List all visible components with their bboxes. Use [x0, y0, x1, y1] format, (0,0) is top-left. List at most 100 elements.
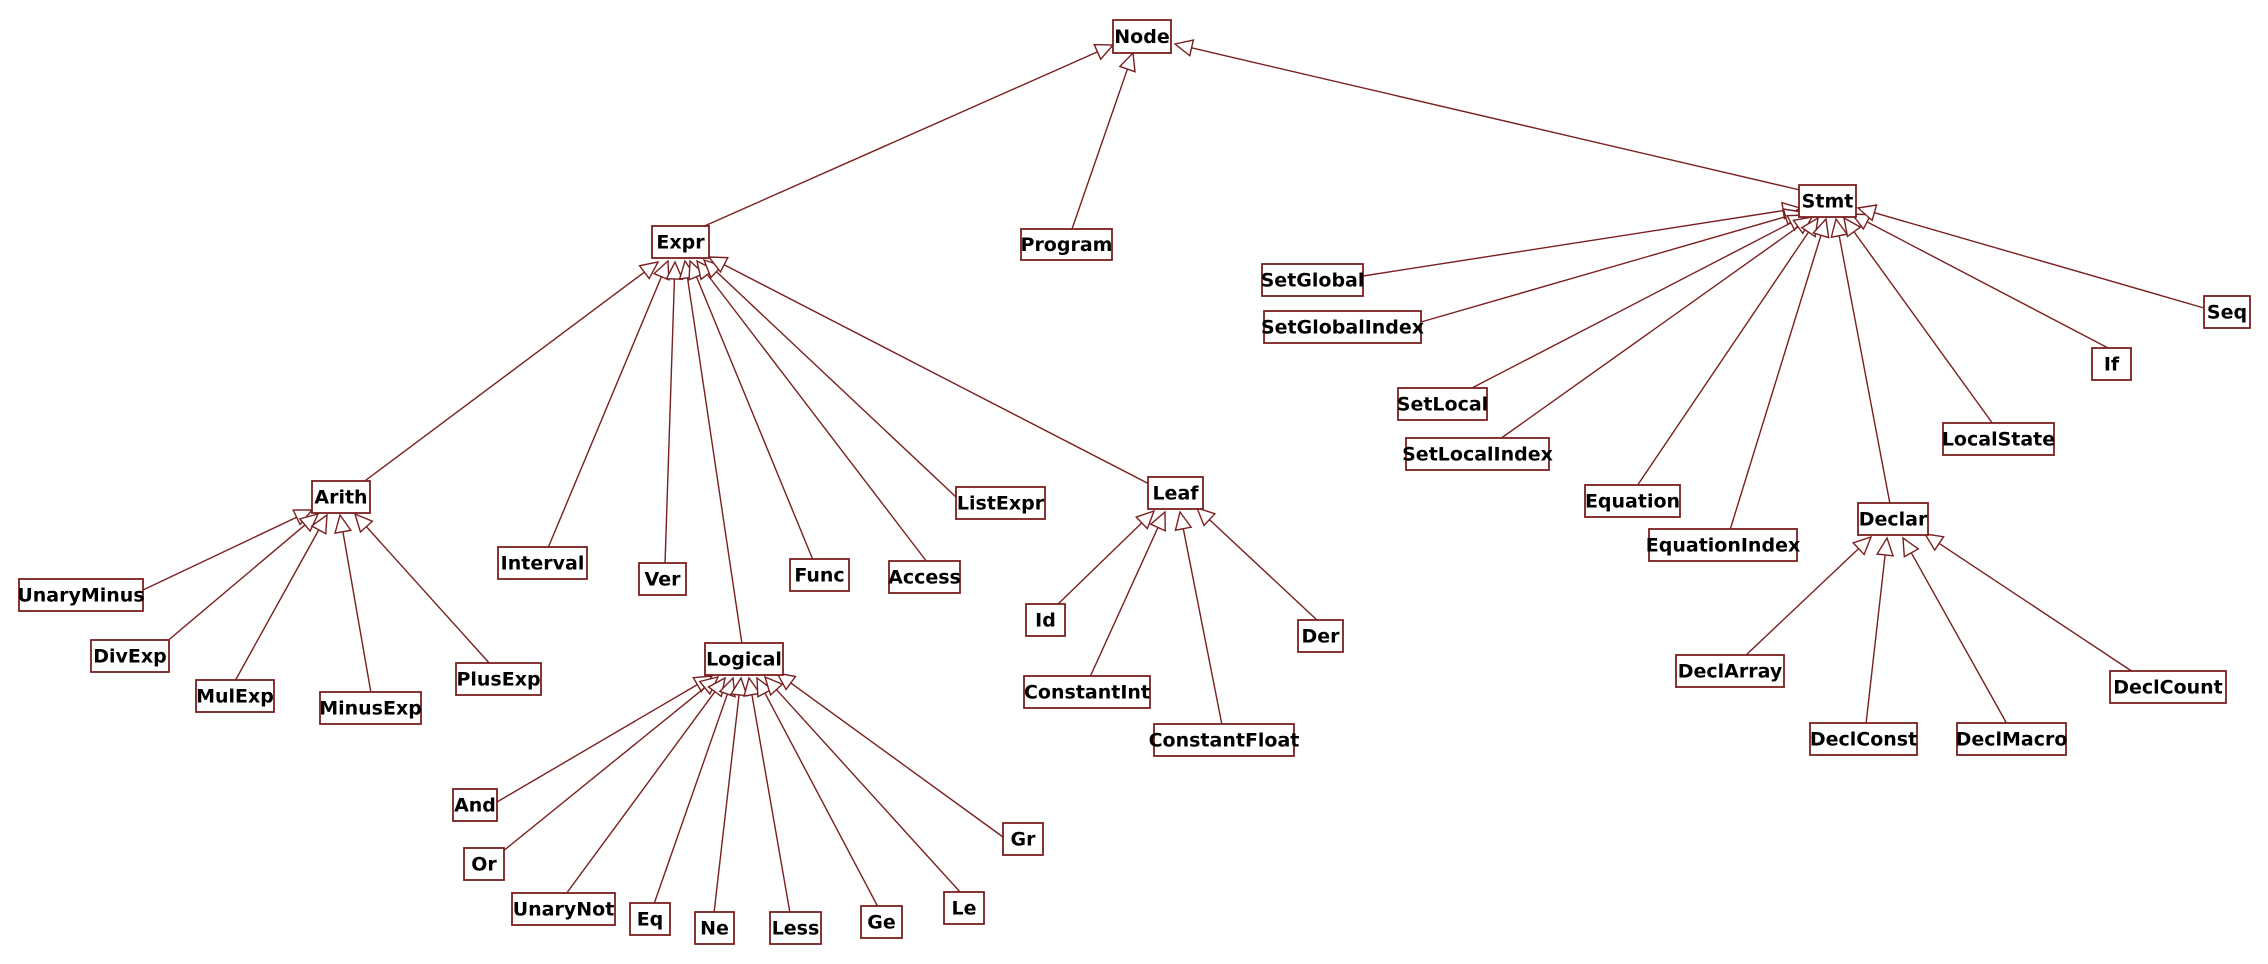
edge-interval-to-expr [547, 276, 663, 549]
class-box-eq [629, 902, 671, 936]
class-node-interval: Interval [497, 546, 588, 580]
class-box-id [1025, 603, 1066, 637]
class-node-declar: Declar [1857, 502, 1929, 536]
class-node-logical: Logical [704, 642, 784, 676]
arrowhead-divexp-to-arith [298, 512, 320, 533]
class-node-stmt: Stmt [1798, 184, 1857, 218]
class-node-equation: Equation [1584, 484, 1681, 518]
edge-unaryminus-to-arith [142, 516, 297, 591]
arrowhead-declar-to-stmt [1830, 217, 1849, 239]
arrowhead-id-to-leaf [1134, 509, 1156, 530]
class-label-logical: Logical [706, 649, 782, 671]
class-label-ge: Ge [867, 912, 895, 934]
arrowhead-minusexp-to-arith [334, 513, 353, 534]
class-label-unarynot: UnaryNot [513, 899, 615, 921]
class-box-setglobal [1261, 263, 1364, 297]
class-node-minusexp: MinusExp [319, 691, 422, 725]
class-node-unarynot: UnaryNot [511, 892, 616, 926]
arrowhead-constantint-to-leaf [1149, 510, 1166, 532]
class-box-constantint [1023, 675, 1151, 709]
class-node-eq: Eq [629, 902, 671, 936]
class-node-setglobal: SetGlobal [1261, 263, 1364, 297]
class-box-le [943, 891, 985, 925]
class-box-interval [497, 546, 588, 580]
arrowhead-stmt-to-node [1173, 39, 1195, 57]
class-box-stmt [1798, 184, 1857, 218]
class-node-node: Node [1112, 19, 1172, 54]
arrowhead-leaf-to-expr [707, 256, 729, 274]
class-node-gr: Gr [1002, 822, 1044, 856]
class-label-equation: Equation [1585, 491, 1680, 513]
class-box-declarray [1675, 654, 1785, 688]
edge-arith-to-expr [361, 271, 645, 484]
class-label-expr: Expr [656, 232, 705, 254]
class-node-program: Program [1020, 228, 1113, 261]
edge-unarynot-to-logical [565, 691, 716, 895]
edge-plusexp-to-arith [365, 526, 492, 666]
arrowhead-declcount-to-declar [1923, 533, 1945, 552]
class-label-ne: Ne [700, 918, 729, 940]
class-box-seq [2203, 295, 2251, 329]
class-node-setlocalindex: SetLocalIndex [1402, 437, 1553, 471]
class-label-func: Func [794, 565, 844, 587]
class-box-minusexp [319, 691, 422, 725]
arrowhead-expr-to-node [1093, 43, 1115, 61]
class-node-leaf: Leaf [1147, 476, 1204, 510]
class-node-declarray: DeclArray [1675, 654, 1785, 688]
class-node-constantfloat: ConstantFloat [1149, 723, 1299, 757]
class-box-ver [638, 562, 687, 596]
edge-ver-to-expr [664, 278, 676, 565]
arrowhead-program-to-node [1118, 51, 1136, 73]
class-node-func: Func [789, 558, 850, 592]
class-label-less: Less [772, 918, 820, 940]
class-box-less [769, 911, 822, 945]
edge-leaf-to-expr [723, 264, 1156, 488]
edge-declcount-to-declar [1938, 542, 2134, 673]
class-box-mulexp [195, 679, 275, 713]
edge-eq-to-logical [653, 693, 729, 905]
class-node-id: Id [1025, 603, 1066, 637]
class-box-func [789, 558, 850, 592]
arrowhead-ge-to-logical [756, 676, 774, 698]
edge-divexp-to-arith [164, 524, 306, 644]
class-label-declcount: DeclCount [2113, 677, 2223, 699]
class-box-program [1020, 228, 1113, 261]
class-node-less: Less [769, 911, 822, 945]
edge-program-to-node [1071, 68, 1129, 230]
arrowhead-seq-to-stmt [1856, 204, 1878, 222]
class-label-mulexp: MulExp [196, 686, 274, 708]
arrowhead-declarray-to-declar [1851, 535, 1873, 556]
class-node-mulexp: MulExp [195, 679, 275, 713]
edge-listexpr-to-expr [715, 271, 957, 498]
class-label-node: Node [1114, 26, 1169, 48]
class-box-gr [1002, 822, 1044, 856]
class-node-arith: Arith [311, 480, 371, 514]
edge-gr-to-logical [790, 682, 1004, 838]
class-box-declcount [2109, 670, 2227, 704]
edge-localstate-to-stmt [1853, 231, 1994, 425]
class-box-and [452, 788, 498, 822]
class-label-setlocalindex: SetLocalIndex [1402, 444, 1553, 466]
edge-mulexp-to-arith [234, 529, 320, 682]
class-box-ge [860, 905, 903, 939]
class-label-arith: Arith [314, 487, 367, 509]
class-box-node [1112, 19, 1172, 54]
edge-func-to-expr [695, 276, 814, 561]
class-box-arith [311, 480, 371, 514]
class-label-gr: Gr [1011, 829, 1037, 851]
class-label-declmacro: DeclMacro [1956, 729, 2068, 751]
class-box-if [2091, 347, 2132, 381]
class-box-der [1297, 619, 1344, 653]
class-label-eq: Eq [637, 909, 664, 931]
class-label-access: Access [888, 567, 961, 589]
inheritance-edges [142, 39, 2205, 914]
edge-declmacro-to-declar [1910, 552, 2008, 725]
edge-setglobal-to-stmt [1362, 209, 1784, 277]
class-label-declarray: DeclArray [1678, 661, 1783, 683]
class-node-seq: Seq [2203, 295, 2251, 329]
class-label-declconst: DeclConst [1810, 729, 1917, 751]
class-box-plusexp [455, 662, 542, 696]
arrowhead-plusexp-to-arith [353, 512, 374, 534]
edge-declarray-to-declar [1744, 548, 1860, 657]
